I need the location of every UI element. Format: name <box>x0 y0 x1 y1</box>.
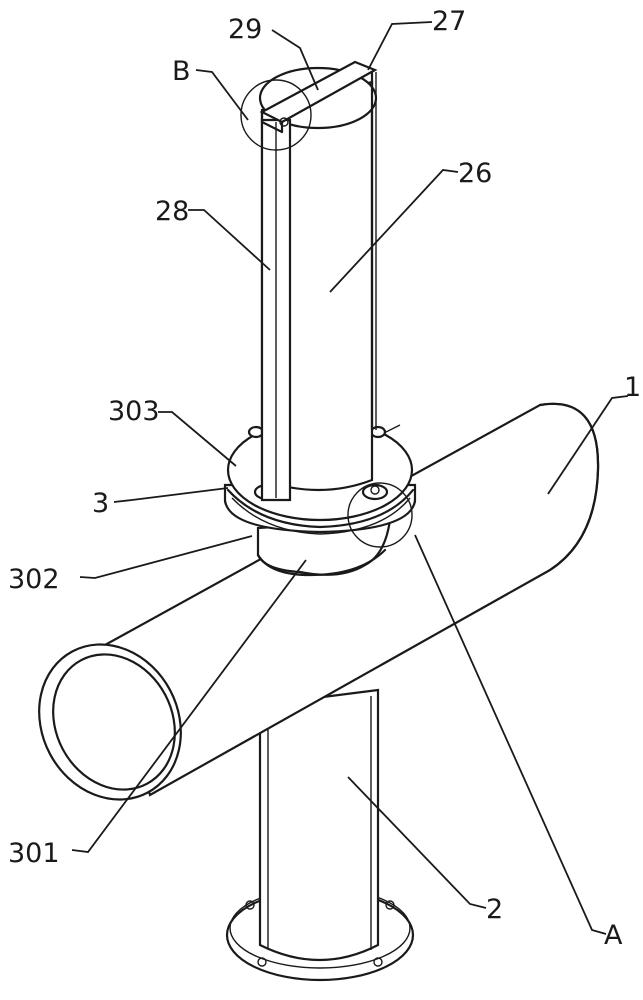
label-29: 29 <box>228 14 262 45</box>
label-303: 303 <box>108 396 160 427</box>
label-28: 28 <box>155 196 189 227</box>
flange-bolt <box>363 485 387 499</box>
label-3: 3 <box>92 488 109 519</box>
label-301: 301 <box>8 838 60 869</box>
side-rod <box>262 120 290 500</box>
label-26: 26 <box>458 158 492 189</box>
label-27: 27 <box>432 6 466 37</box>
label-2: 2 <box>486 894 503 925</box>
label-1: 1 <box>624 372 641 403</box>
label-a: A <box>604 920 623 951</box>
label-302: 302 <box>8 564 60 595</box>
label-b: B <box>172 56 191 87</box>
